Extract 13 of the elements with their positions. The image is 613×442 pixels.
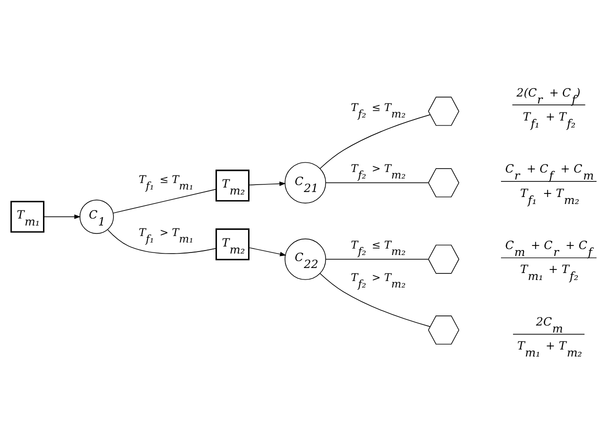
connector [320,114,430,169]
arrow [248,182,286,186]
arrow [44,214,81,219]
connector [113,188,216,214]
connector [107,230,217,254]
node-hexagon [428,168,460,198]
connector [326,182,429,184]
arrow [248,247,286,256]
node-hexagon [428,96,460,126]
connector [320,273,430,327]
connector [326,258,429,260]
node-hexagon [428,244,460,274]
node-hexagon [428,316,460,345]
